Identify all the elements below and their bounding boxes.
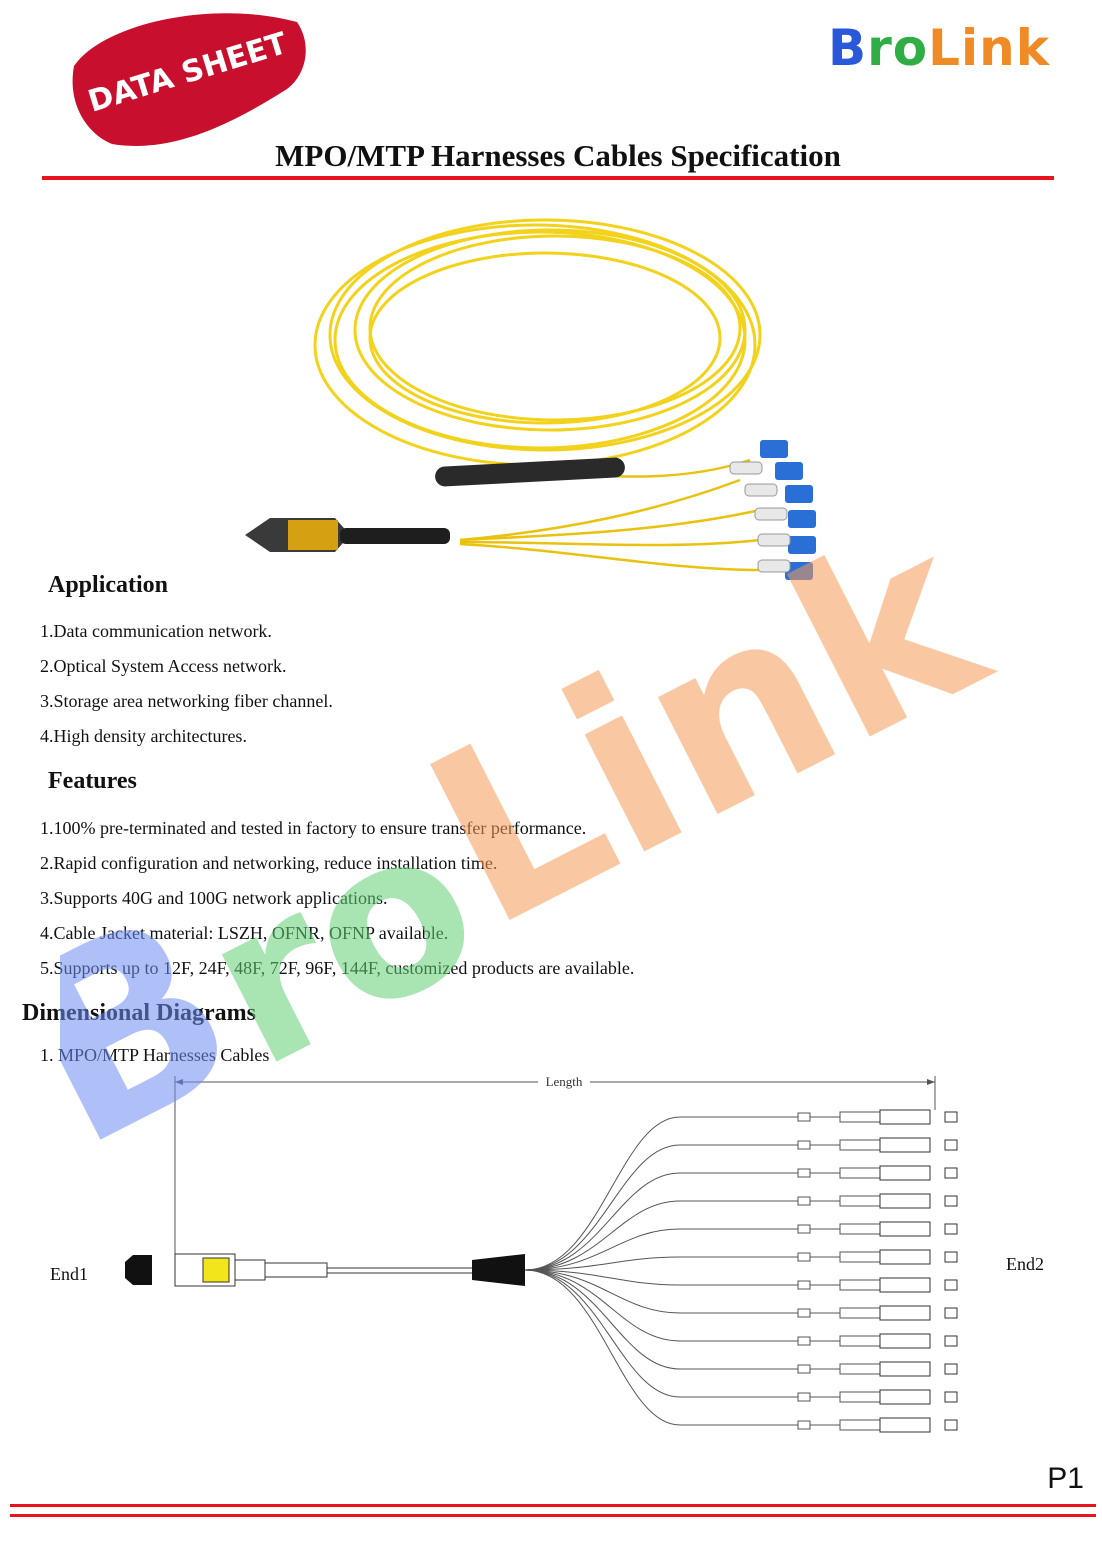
title-divider (42, 176, 1054, 180)
lc-connector (879, 1137, 931, 1153)
logo-letter: o (892, 19, 929, 77)
product-photo (245, 218, 816, 580)
logo-letter: B (827, 19, 868, 77)
dust-cap (944, 1335, 958, 1347)
branch-tag (797, 1168, 811, 1178)
page-number: P1 (1047, 1462, 1084, 1495)
logo-letter: L (928, 19, 961, 77)
dust-cap (944, 1419, 958, 1431)
lc-boot (839, 1335, 881, 1347)
lc-boot (839, 1223, 881, 1235)
branch-tag (797, 1224, 811, 1234)
logo-letter: k (1015, 19, 1050, 77)
dust-cap (944, 1111, 958, 1123)
branch-group (524, 1109, 958, 1433)
dust-cap (944, 1279, 958, 1291)
branch-tag (797, 1336, 811, 1346)
end1-label: End1 (50, 1264, 88, 1284)
lc-boot (839, 1391, 881, 1403)
list-item: 1.100% pre-terminated and tested in fact… (40, 818, 587, 838)
fiber-branch (524, 1116, 800, 1271)
dust-cap (944, 1167, 958, 1179)
lc-connector (879, 1417, 931, 1433)
length-label: Length (546, 1074, 583, 1089)
list-item: 3.Supports 40G and 100G network applicat… (40, 888, 388, 908)
lc-connector (879, 1305, 931, 1321)
application-heading: Application (48, 572, 169, 598)
lc-boot (839, 1279, 881, 1291)
dust-cap (944, 1391, 958, 1403)
list-item: 1.Data communication network. (40, 621, 272, 641)
dust-cap (944, 1307, 958, 1319)
application-list: 1.Data communication network. 2.Optical … (40, 620, 333, 760)
fiber-branch (524, 1269, 800, 1342)
list-item: 4.Cable Jacket material: LSZH, OFNR, OFN… (40, 923, 449, 943)
lc-boot (839, 1251, 881, 1263)
logo-letter: n (979, 19, 1016, 77)
lc-connector (879, 1389, 931, 1405)
diagram-subtitle: 1. MPO/MTP Harnesses Cables (40, 1045, 270, 1065)
fiber-branch (524, 1256, 800, 1271)
list-item: 2.Optical System Access network. (40, 656, 287, 676)
lc-boot (839, 1363, 881, 1375)
data-sheet-badge: DATA SHEET (72, 13, 306, 146)
branch-tag (797, 1252, 811, 1262)
lc-connector (879, 1333, 931, 1349)
branch-tag (797, 1308, 811, 1318)
brolink-logo: BroLink (828, 18, 1050, 78)
dust-cap (944, 1223, 958, 1235)
features-heading: Features (48, 768, 137, 794)
fiber-branch (524, 1144, 800, 1271)
fiber-branch (524, 1269, 800, 1370)
branch-tag (797, 1140, 811, 1150)
list-item: 5.Supports up to 12F, 24F, 48F, 72F, 96F… (40, 958, 635, 978)
footer-line (10, 1504, 1096, 1507)
lc-boot (839, 1111, 881, 1123)
harness-diagram: Length (125, 1074, 958, 1433)
logo-letter: r (867, 19, 893, 77)
lc-boot (839, 1419, 881, 1431)
page-title: MPO/MTP Harnesses Cables Specification (275, 138, 841, 173)
lc-boot (839, 1307, 881, 1319)
lc-connector (879, 1221, 931, 1237)
branch-tag (797, 1280, 811, 1290)
lc-connector (879, 1249, 931, 1265)
branch-tag (797, 1364, 811, 1374)
list-item: 4.High density architectures. (40, 726, 247, 746)
fiber-branch (524, 1172, 800, 1271)
list-item: 2.Rapid configuration and networking, re… (40, 853, 498, 873)
fiber-branch (524, 1269, 800, 1398)
dust-cap (944, 1251, 958, 1263)
dust-cap (944, 1195, 958, 1207)
lc-connector (879, 1277, 931, 1293)
fiber-branch (524, 1269, 800, 1426)
lc-connector (879, 1109, 931, 1125)
fiber-branch (524, 1200, 800, 1271)
lc-boot (839, 1195, 881, 1207)
logo-letter: i (960, 19, 980, 77)
lc-connector (879, 1193, 931, 1209)
branch-tag (797, 1196, 811, 1206)
lc-connector (879, 1361, 931, 1377)
end2-label: End2 (1006, 1254, 1044, 1274)
lc-boot (839, 1167, 881, 1179)
features-list: 1.100% pre-terminated and tested in fact… (40, 817, 634, 992)
branch-tag (797, 1112, 811, 1122)
dimensional-heading: Dimensional Diagrams (22, 1000, 256, 1026)
list-item: 3.Storage area networking fiber channel. (40, 691, 333, 711)
lc-connector (879, 1165, 931, 1181)
branch-tag (797, 1392, 811, 1402)
dust-cap (944, 1139, 958, 1151)
fiber-branch (524, 1228, 800, 1271)
fiber-branch (524, 1269, 800, 1286)
branch-tag (797, 1420, 811, 1430)
dust-cap (944, 1363, 958, 1375)
lc-boot (839, 1139, 881, 1151)
fiber-branch (524, 1269, 800, 1314)
footer-line (10, 1514, 1096, 1517)
